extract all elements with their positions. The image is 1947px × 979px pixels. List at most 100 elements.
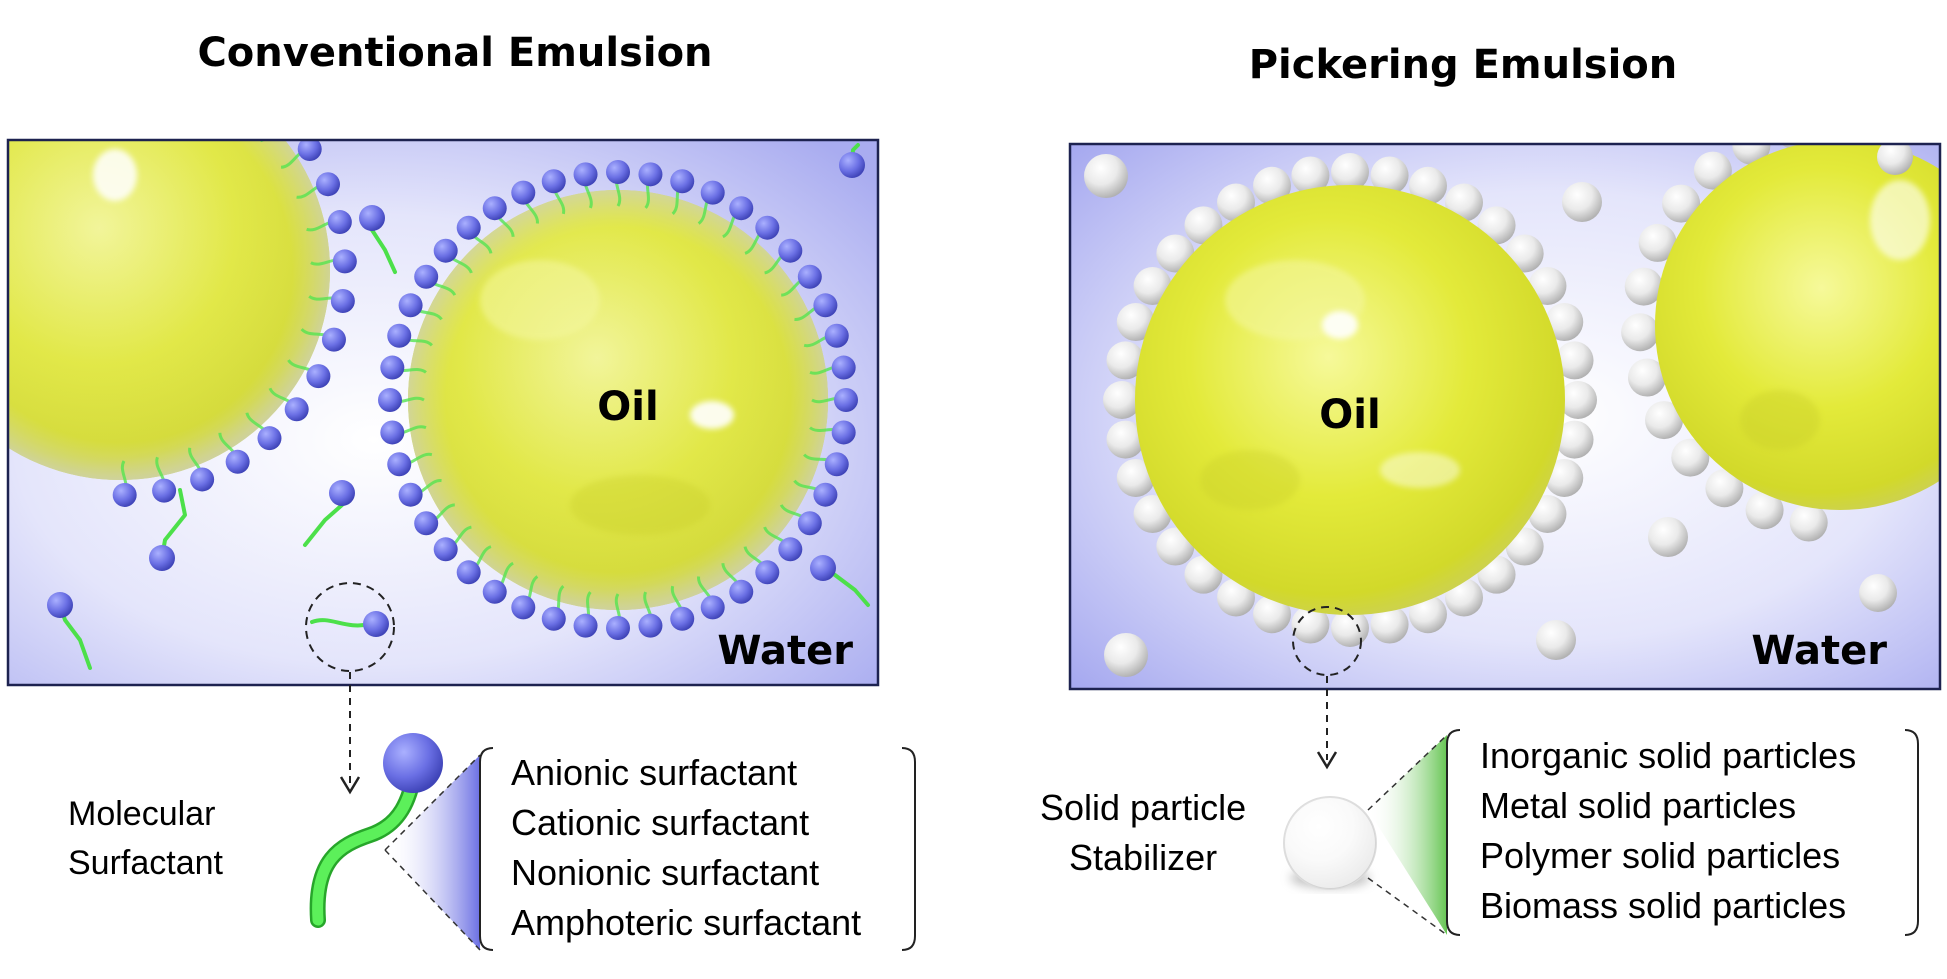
- solid-particle: [1693, 151, 1732, 190]
- solid-particle: [1291, 605, 1330, 644]
- surfactant-head: [380, 420, 405, 445]
- solid-particle: [1291, 156, 1330, 195]
- bracket-left-open: [479, 747, 494, 951]
- surfactant-head: [797, 511, 822, 536]
- surfactant-head: [387, 323, 412, 348]
- surfactant-head: [810, 555, 836, 581]
- surfactant-head: [456, 215, 481, 240]
- label-line: Stabilizer: [1069, 837, 1218, 878]
- surfactant-head: [824, 323, 849, 348]
- solid-particle: [1104, 633, 1148, 677]
- label-line: Solid particle: [1040, 787, 1247, 828]
- solid-particle: [1859, 574, 1897, 612]
- solid-particle: [1545, 303, 1584, 342]
- solid-particle: [1662, 184, 1701, 223]
- solid-particle: [1648, 517, 1688, 557]
- surfactant-head: [638, 162, 663, 187]
- surfactant-head: [414, 264, 439, 289]
- oil-droplet-partial: [8, 140, 330, 480]
- surfactant-head: [541, 606, 566, 631]
- surfactant-head: [606, 616, 630, 640]
- free-particles: [1084, 144, 1913, 677]
- surfactant-head: [573, 613, 598, 638]
- surfactant-head: [306, 364, 331, 389]
- surfactant-head: [511, 595, 536, 620]
- surfactant-head: [387, 452, 412, 477]
- surfactant-head: [700, 180, 725, 205]
- list-item: Metal solid particles: [1480, 785, 1797, 826]
- surfactant-head: [274, 106, 298, 130]
- solid-particle: [1370, 605, 1409, 644]
- surfactant-head: [47, 592, 73, 618]
- surfactant-head: [839, 152, 865, 178]
- label-line: Molecular: [68, 795, 216, 833]
- right-frame: [1068, 142, 1942, 691]
- conventional-emulsion-panel: Oil Water: [6, 35, 916, 951]
- solid-particle: [1253, 595, 1292, 634]
- solid-particle: [1638, 223, 1677, 262]
- solid-particle-stabilizer-label: Solid particle Stabilizer: [1040, 783, 1246, 883]
- surfactant-head: [190, 467, 215, 492]
- surfactant-layer-partial: [112, 35, 357, 507]
- list-item: Biomass solid particles: [1480, 885, 1847, 926]
- surfactant-head: [316, 172, 341, 197]
- surfactant-head: [225, 449, 250, 474]
- surfactant-head: [778, 238, 803, 263]
- list-item: Nonionic surfactant: [511, 852, 820, 893]
- surfactant-head: [174, 43, 198, 67]
- surfactant-head: [152, 478, 177, 503]
- surfactant-head: [670, 169, 695, 194]
- solid-particle: [1545, 458, 1584, 497]
- oil-droplet: [1135, 185, 1565, 615]
- solid-particle: [1133, 267, 1172, 305]
- surfactant-head: [380, 355, 405, 380]
- surfactant-head: [482, 579, 507, 604]
- surfactant-head: [398, 293, 423, 318]
- bracket-left-close: [901, 747, 916, 951]
- solid-particle: [1408, 595, 1447, 634]
- oil-label-left: Oil: [597, 384, 658, 430]
- left-title: Conventional Emulsion: [197, 30, 712, 76]
- right-title: Pickering Emulsion: [1249, 42, 1678, 88]
- list-item: Amphoteric surfactant: [511, 902, 862, 943]
- solid-particle: [1217, 183, 1255, 222]
- solid-particle: [1106, 341, 1145, 380]
- bracket-right-open: [1446, 729, 1461, 936]
- surfactant-head: [824, 452, 849, 477]
- solid-particle: [1253, 166, 1292, 205]
- solid-particle: [1408, 166, 1447, 205]
- solid-particle: [1445, 183, 1483, 222]
- surfactant-head: [414, 511, 439, 536]
- zoom-cone-right: [1368, 735, 1447, 935]
- surfactant-head: [831, 355, 856, 380]
- surfactant-head: [729, 579, 754, 604]
- zoom-circle: [305, 582, 395, 672]
- solid-particle: [1671, 438, 1710, 477]
- solid-particle: [1116, 303, 1155, 342]
- surfactant-head: [797, 264, 822, 289]
- solid-particle: [1536, 620, 1576, 660]
- solid-particle: [1217, 578, 1255, 617]
- surfactant-head: [831, 420, 856, 445]
- surfactant-layer: [378, 160, 858, 640]
- surfactant-head: [755, 215, 780, 240]
- surfactant-head: [670, 606, 695, 631]
- solid-particle: [1331, 609, 1369, 647]
- bracket-right-close: [1904, 729, 1919, 936]
- surfactant-head: [813, 293, 838, 318]
- surfactant-tail: [143, 47, 147, 81]
- solid-particle: [1133, 495, 1172, 533]
- surfactant-head: [244, 79, 268, 103]
- surfactant-types-list: Anionic surfactant Cationic surfactant N…: [511, 748, 861, 948]
- surfactant-head: [135, 35, 159, 59]
- solid-particle: [1528, 495, 1567, 533]
- solid-particle: [1555, 420, 1594, 459]
- solid-particle: [1624, 267, 1663, 306]
- surfactant-head: [378, 388, 402, 412]
- surfactant-head: [297, 140, 322, 162]
- solid-particle: [1555, 341, 1594, 380]
- solid-particle: [1621, 313, 1660, 352]
- list-item: Polymer solid particles: [1480, 835, 1841, 876]
- solid-particle: [1116, 458, 1155, 497]
